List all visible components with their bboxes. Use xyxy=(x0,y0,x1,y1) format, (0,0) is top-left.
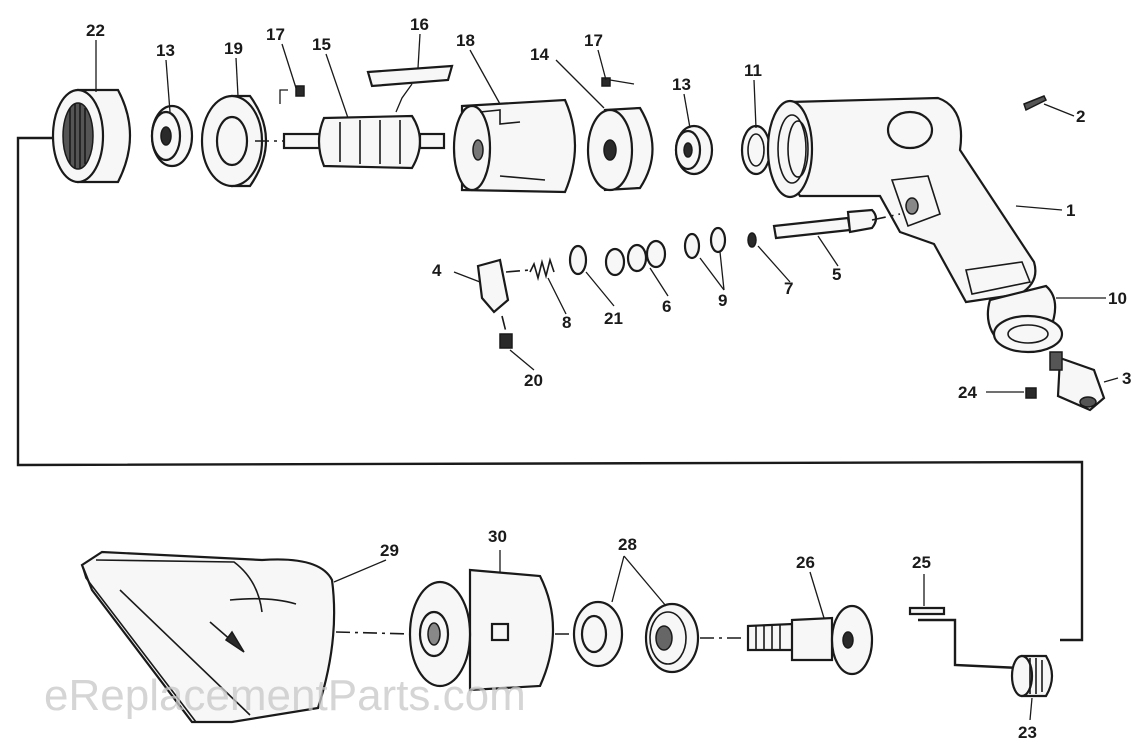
label-11: 11 xyxy=(744,61,762,80)
part-1-housing xyxy=(766,96,1037,304)
label-20: 20 xyxy=(524,371,543,390)
part-14-end-plate xyxy=(586,106,654,192)
part-7-o-ring xyxy=(747,232,757,248)
part-29-shear-head xyxy=(80,550,411,724)
part-10-gasket xyxy=(986,284,1064,354)
part-2-pin xyxy=(1023,95,1048,112)
label-24: 24 xyxy=(958,383,977,402)
part-4-throttle-lever xyxy=(476,258,510,333)
part-23-nut xyxy=(1010,654,1054,698)
part-9-o-rings xyxy=(683,226,727,260)
part-18-cylinder xyxy=(452,98,577,194)
label-4: 4 xyxy=(432,261,442,280)
label-30: 30 xyxy=(488,527,507,546)
assembly-connector-line xyxy=(16,136,1084,670)
part-25-pin xyxy=(908,606,946,616)
label-26: 26 xyxy=(796,553,815,572)
part-17-pin xyxy=(601,77,635,87)
label-17: 17 xyxy=(266,25,285,44)
part-3-air-inlet xyxy=(1049,351,1106,412)
leader-lines xyxy=(95,33,1119,721)
part-26-drive-shaft xyxy=(700,604,874,676)
label-1: 1 xyxy=(1066,201,1075,220)
label-18: 18 xyxy=(456,31,475,50)
label-2: 2 xyxy=(1076,107,1085,126)
part-21-o-ring xyxy=(568,244,588,276)
part-16-vane-blade xyxy=(366,64,454,113)
part-labels: 22 13 19 17 15 16 18 14 17 13 11 2 1 10 … xyxy=(86,15,1131,742)
part-24-screw xyxy=(1025,387,1037,399)
label-9: 9 xyxy=(718,291,727,310)
label-22: 22 xyxy=(86,21,105,40)
part-30-gear-housing xyxy=(408,568,578,692)
part-28-bearings xyxy=(572,600,700,674)
part-15-rotor xyxy=(255,114,446,170)
watermark: eReplacementParts.com xyxy=(44,671,526,720)
part-20-screw xyxy=(499,333,513,349)
label-5: 5 xyxy=(832,265,841,284)
label-13: 13 xyxy=(672,75,691,94)
part-6-valve-seat xyxy=(604,239,667,277)
label-29: 29 xyxy=(380,541,399,560)
label-6: 6 xyxy=(662,297,671,316)
label-25: 25 xyxy=(912,553,931,572)
part-13-ball-bearing xyxy=(674,124,714,176)
label-16: 16 xyxy=(410,15,429,34)
part-13-ball-bearing xyxy=(150,104,194,168)
label-28: 28 xyxy=(618,535,637,554)
label-15: 15 xyxy=(312,35,331,54)
part-22-bearing-ring xyxy=(51,88,132,184)
part-8-spring xyxy=(505,257,555,282)
label-7: 7 xyxy=(784,279,793,298)
label-21: 21 xyxy=(604,309,623,328)
label-17: 17 xyxy=(584,31,603,50)
label-13: 13 xyxy=(156,41,175,60)
label-3: 3 xyxy=(1122,369,1131,388)
label-8: 8 xyxy=(562,313,571,332)
label-14: 14 xyxy=(530,45,549,64)
part-17-pin xyxy=(279,85,305,104)
part-19-ring xyxy=(200,94,267,188)
part-11-seal-ring xyxy=(740,124,772,176)
label-10: 10 xyxy=(1108,289,1127,308)
part-5-valve-stem xyxy=(772,208,901,240)
label-23: 23 xyxy=(1018,723,1037,742)
label-19: 19 xyxy=(224,39,243,58)
